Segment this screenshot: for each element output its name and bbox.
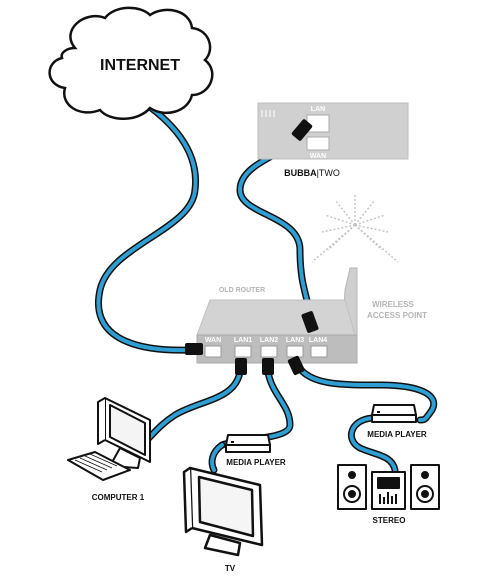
bubba-lan-label: LAN xyxy=(311,106,325,113)
media-player-tv-icon xyxy=(225,434,271,453)
tv-label: TV xyxy=(225,564,236,573)
wireless-ap-line1: WIRELESS xyxy=(372,300,414,309)
right-speaker-icon xyxy=(410,464,440,510)
wireless-ap-line2: ACCESS POINT xyxy=(367,311,427,320)
router-lan4-label: LAN4 xyxy=(309,337,327,344)
lan4-plug xyxy=(301,311,319,333)
router-lan1-port xyxy=(234,345,252,358)
lan1-plug xyxy=(235,358,247,375)
lan3-plug xyxy=(287,355,305,376)
media-player-stereo-icon xyxy=(371,404,417,423)
tv-icon xyxy=(182,466,264,557)
media-player-tv-label: MEDIA PLAYER xyxy=(226,458,286,467)
router-lan2-label: LAN2 xyxy=(260,337,278,344)
bubba-two-server: LAN WAN BUBBA|TWO xyxy=(257,102,409,178)
computer-icon xyxy=(67,397,151,481)
router-lan2-port xyxy=(260,345,278,358)
cable-lan3-to-stereo-player xyxy=(294,362,438,424)
router-lan3-label: LAN3 xyxy=(286,337,304,344)
bubba-lan-plug xyxy=(291,119,313,141)
stereo-icon xyxy=(337,464,440,510)
bubba-wan-port xyxy=(306,136,330,151)
left-speaker-icon xyxy=(337,464,367,510)
router-wan-port xyxy=(204,345,222,358)
cable-bubba-to-lan4 xyxy=(236,134,314,324)
old-router: OLD ROUTER WAN LAN1 LAN2 LAN3 LAN4 xyxy=(185,267,358,376)
wireless-ap-label: WIRELESS ACCESS POINT xyxy=(367,300,427,320)
cable-media-player-to-tv xyxy=(208,441,226,474)
lan2-plug xyxy=(262,358,274,375)
router-lan4-port xyxy=(310,345,328,358)
internet-label: INTERNET xyxy=(100,57,180,74)
router-wan-label: WAN xyxy=(205,337,221,344)
media-player-stereo-label: MEDIA PLAYER xyxy=(367,430,427,439)
router-top-face xyxy=(196,299,356,336)
cable-internet-to-wan xyxy=(95,96,200,354)
old-router-label: OLD ROUTER xyxy=(219,287,265,294)
bubba-name-light: TWO xyxy=(319,168,340,178)
router-lan3-port xyxy=(286,345,304,358)
stereo-center-unit-icon xyxy=(371,471,406,510)
bubba-lan-port xyxy=(306,114,330,133)
router-lan1-label: LAN1 xyxy=(234,337,252,344)
bubba-name-bold: BUBBA xyxy=(284,168,317,178)
wan-plug xyxy=(185,343,203,355)
bubba-two-label: BUBBA|TWO xyxy=(284,168,340,178)
bubba-vent-lines xyxy=(261,110,275,117)
bubba-wan-label: WAN xyxy=(310,153,326,160)
wireless-signal-icon xyxy=(311,195,399,263)
cable-media-player-to-stereo xyxy=(347,414,399,474)
computer-label: COMPUTER 1 xyxy=(92,493,145,502)
stereo-label: STEREO xyxy=(373,516,406,525)
bubba-name-sep: | xyxy=(317,168,319,178)
cable-lan1-to-computer xyxy=(136,368,244,449)
network-cables xyxy=(95,96,438,474)
internet-cloud: INTERNET xyxy=(48,6,214,120)
